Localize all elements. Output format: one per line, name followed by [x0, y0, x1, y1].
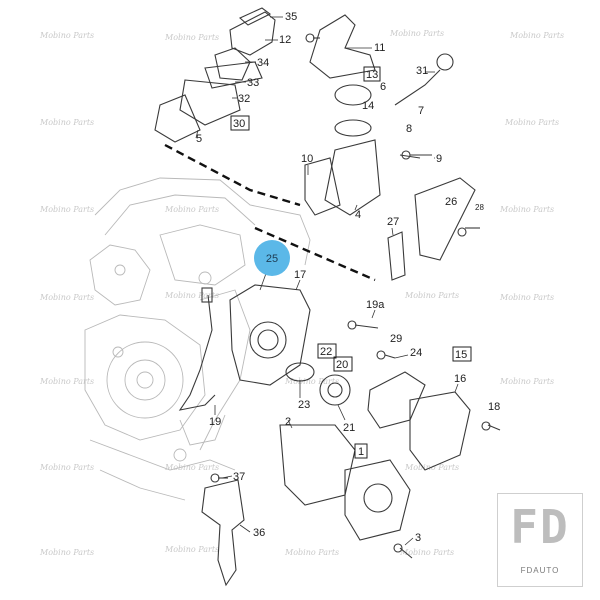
thermostat-housing-upper: [154, 7, 276, 143]
coolant-outlet-housing: [304, 14, 476, 281]
callout-label: 5: [196, 133, 202, 145]
watermark: Mobino Parts: [499, 293, 554, 302]
watermark: Mobino Parts: [389, 29, 444, 38]
logo-mark: FD: [510, 500, 570, 554]
watermark: Mobino Parts: [404, 291, 459, 300]
callout-label: 4: [355, 209, 361, 221]
watermark: Mobino Parts: [39, 118, 94, 127]
callout-label: 23: [298, 399, 310, 411]
watermark: Mobino Parts: [164, 463, 219, 472]
callout-label: 19a: [366, 299, 385, 311]
watermark: Mobino Parts: [39, 377, 94, 386]
callout-label: 11: [374, 42, 385, 54]
callout-label: 1: [358, 446, 364, 458]
callout-label: 9: [436, 153, 442, 165]
callout-label: 28: [475, 203, 484, 212]
callout-label: 22: [320, 346, 332, 358]
callout-label: 8: [406, 123, 412, 135]
highlight-circle: [254, 240, 290, 276]
callout-label: 36: [253, 527, 265, 539]
callout-label: 27: [387, 216, 399, 228]
boxed-callout-frames: [230, 66, 472, 459]
alignment-guide: [164, 143, 301, 207]
logo-name: FDAUTO: [520, 566, 560, 575]
highlight-label: 25: [266, 253, 278, 265]
watermark: Mobino Parts: [509, 31, 564, 40]
callout-label: 17: [294, 269, 306, 281]
callout-label: 31: [416, 65, 428, 77]
callout-label: 33: [247, 77, 259, 89]
engine-block-outline: [84, 177, 311, 501]
watermark: Mobino Parts: [39, 463, 94, 472]
callout-label: 10: [301, 153, 313, 165]
callout-label: 15: [455, 349, 467, 361]
highlighted-part-marker[interactable]: 25: [254, 240, 290, 276]
callout-label: 2: [285, 416, 291, 428]
callout-label: 16: [454, 373, 466, 385]
callout-label: 35: [285, 11, 297, 23]
bolts: [210, 33, 501, 559]
watermark: Mobino Parts: [499, 205, 554, 214]
watermark: Mobino Parts: [39, 548, 94, 557]
callout-label: 37: [233, 471, 245, 483]
callout-labels: 35 12 11 34 31 33 13 6 32 14 7 30 5 8 10…: [196, 11, 500, 544]
callout-label: 20: [336, 359, 348, 371]
callout-label: 12: [279, 34, 291, 46]
watermark: Mobino Parts: [499, 377, 554, 386]
callout-label: 29: [390, 333, 402, 345]
watermark: Mobino Parts: [284, 377, 339, 386]
callout-label: 6: [380, 81, 386, 93]
callout-label: 3: [415, 532, 421, 544]
callout-label: 21: [343, 422, 355, 434]
watermark: Mobino Parts: [164, 545, 219, 554]
callout-label: 30: [233, 118, 245, 130]
water-pump-assembly: [229, 284, 471, 541]
callout-label: 19: [209, 416, 221, 428]
watermark: Mobino Parts: [39, 293, 94, 302]
sensor-wire: [178, 287, 216, 411]
callout-label: 24: [410, 347, 422, 359]
callout-label: 14: [362, 100, 374, 112]
watermark: Mobino Parts: [284, 548, 339, 557]
lower-bracket: [201, 479, 245, 587]
callout-label: 34: [257, 57, 269, 69]
watermark: Mobino Parts: [39, 205, 94, 214]
callout-label: 26: [445, 196, 457, 208]
watermark: Mobino Parts: [504, 118, 559, 127]
callout-label: 7: [418, 105, 424, 117]
watermark: Mobino Parts: [39, 31, 94, 40]
watermark: Mobino Parts: [164, 291, 219, 300]
watermark: Mobino Parts: [164, 33, 219, 42]
callout-label: 13: [366, 69, 378, 81]
alignment-guide: [254, 226, 376, 282]
watermark: Mobino Parts: [164, 205, 219, 214]
watermark: Mobino Parts: [399, 548, 454, 557]
callout-label: 18: [488, 401, 500, 413]
brand-logo: FD FDAUTO: [497, 493, 583, 587]
callout-label: 32: [238, 93, 250, 105]
